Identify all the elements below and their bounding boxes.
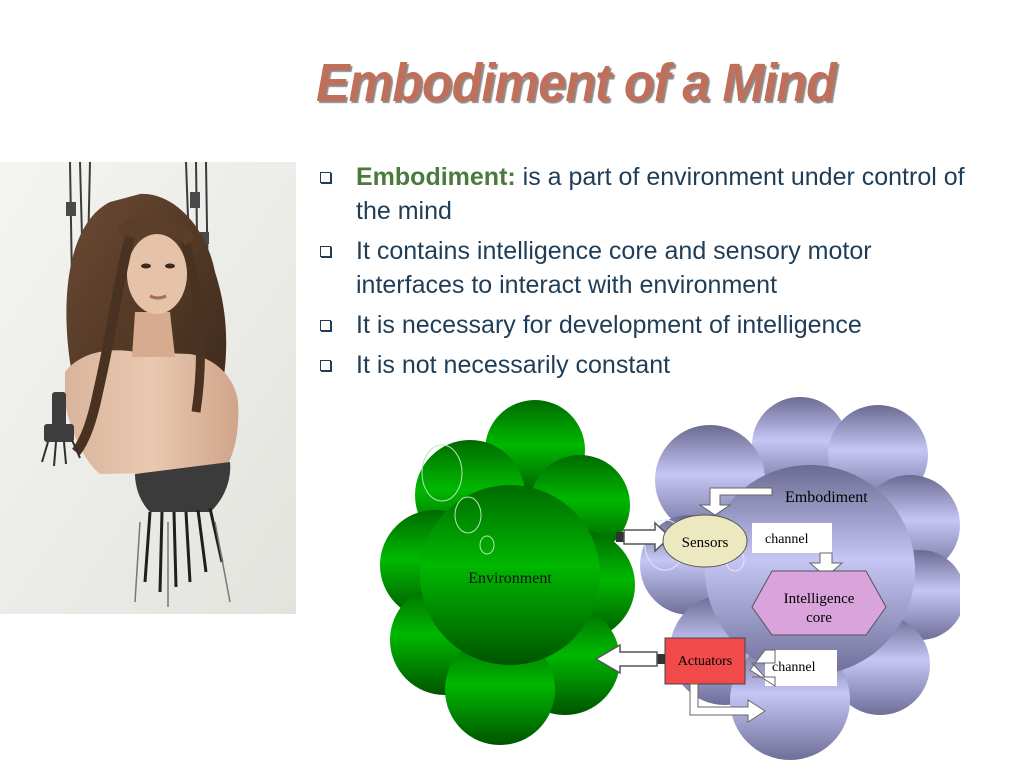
intelligence-core-line2: core — [806, 610, 832, 626]
output-arrow-icon — [689, 683, 766, 723]
bullet-list: Embodiment: is a part of environment und… — [318, 160, 978, 388]
slide-title: Embodiment of a Mind — [316, 53, 837, 113]
environment-to-sensors-arrow-icon — [616, 521, 672, 553]
square-bullet-icon — [320, 246, 331, 257]
channel-arrow-icon — [808, 552, 844, 578]
embodiment-diagram: Embodiment channel Sensors Intelligence … — [380, 397, 960, 760]
environment-label: Environment — [468, 570, 552, 587]
square-bullet-icon — [320, 320, 331, 331]
square-bullet-icon — [320, 172, 331, 183]
bullet-text: is a part of environment under control o… — [356, 163, 965, 225]
square-bullet-icon — [320, 360, 331, 371]
embodiment-label: Embodiment — [785, 489, 868, 506]
channel-top-label: channel — [765, 532, 809, 547]
channel-bottom-label: channel — [772, 660, 816, 675]
actuators-to-environment-arrow-icon — [594, 643, 665, 675]
android-woman-illustration — [0, 162, 296, 614]
bullet-item: Embodiment: is a part of environment und… — [318, 160, 978, 228]
intelligence-core-node — [751, 570, 887, 636]
bullet-item: It is not necessarily constant — [318, 348, 978, 382]
bullet-term: Embodiment: — [356, 163, 516, 191]
intelligence-core-line1: Intelligence — [784, 591, 855, 607]
bullet-text: It is not necessarily constant — [356, 351, 671, 379]
bullet-text: It contains intelligence core and sensor… — [356, 237, 872, 299]
sensors-label: Sensors — [682, 535, 729, 551]
sensors-node — [662, 514, 748, 568]
channel-bottom-arrow-icon — [749, 649, 776, 687]
actuators-label: Actuators — [678, 654, 732, 669]
environment-cloud — [380, 400, 635, 745]
bullet-item: It contains intelligence core and sensor… — [318, 234, 978, 302]
bullet-text: It is necessary for development of intel… — [356, 311, 862, 339]
input-arrow-icon — [698, 487, 773, 516]
bullet-item: It is necessary for development of intel… — [318, 308, 978, 342]
